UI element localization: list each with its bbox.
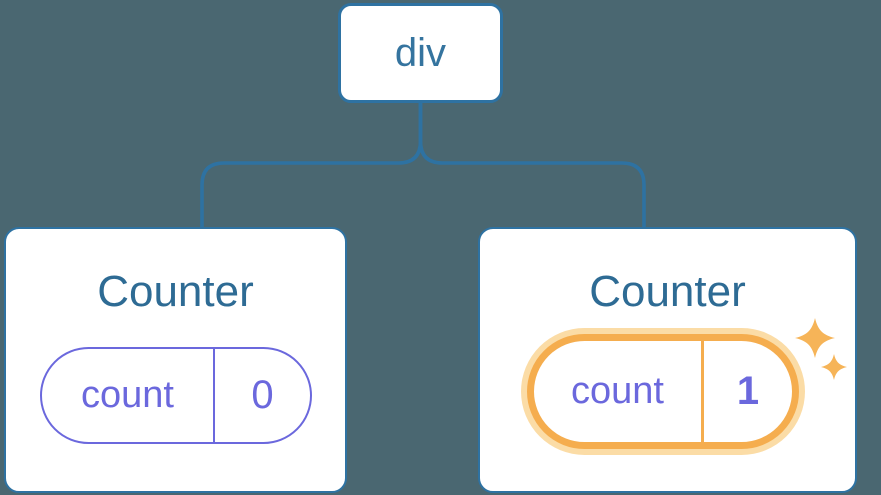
root-node-div: div — [338, 3, 503, 103]
state-pill: count 0 — [40, 347, 312, 444]
root-node-label: div — [394, 30, 447, 75]
counter-card-left: Counter count 0 — [4, 227, 347, 493]
counter-title: Counter — [589, 267, 746, 316]
sparkle-icon — [821, 354, 847, 380]
state-key-label: count — [534, 341, 704, 442]
counter-card-right: Counter count 1 — [478, 227, 857, 493]
counter-title: Counter — [97, 267, 254, 316]
state-pill-highlighted: count 1 — [527, 334, 799, 449]
state-value: 0 — [251, 373, 274, 417]
state-value: 1 — [736, 369, 760, 413]
state-key-label: count — [42, 349, 215, 442]
sparkle-icon — [795, 318, 835, 358]
